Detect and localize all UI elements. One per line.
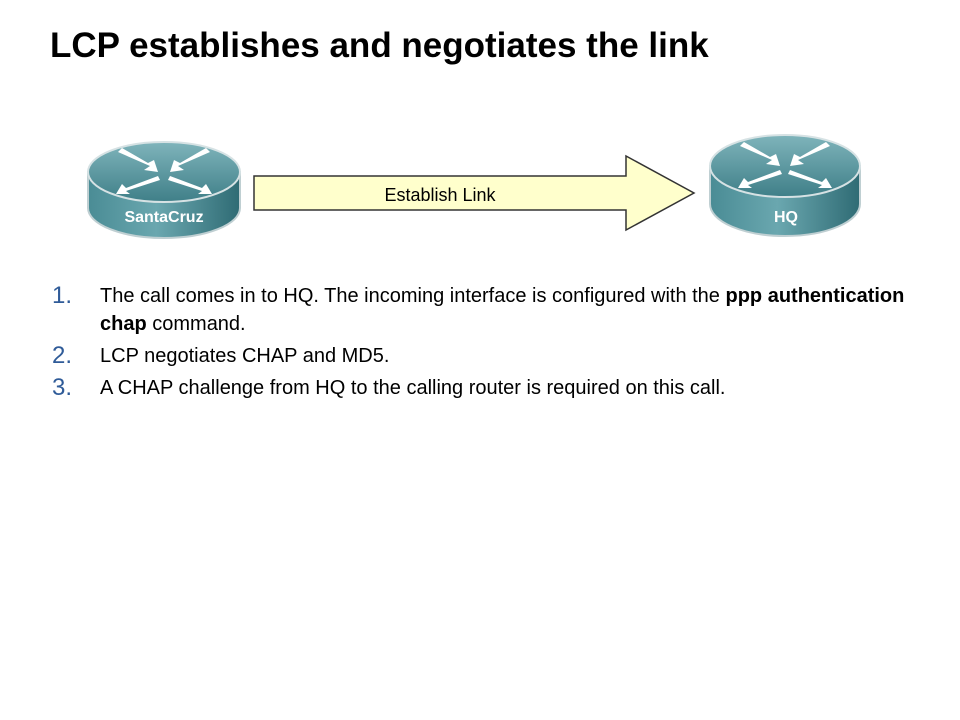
slide-title: LCP establishes and negotiates the link <box>50 26 709 65</box>
router-santacruz-label: SantaCruz <box>124 209 203 226</box>
router-santacruz-icon: SantaCruz <box>87 141 241 239</box>
router-hq-icon: HQ <box>709 134 861 237</box>
step-text-end: command. <box>146 313 246 335</box>
step-text: A CHAP challenge from HQ to the calling … <box>100 377 726 399</box>
step-item-2: 2. LCP negotiates CHAP and MD5. <box>52 342 912 370</box>
router-hq-label: HQ <box>774 209 798 226</box>
step-number: 2. <box>52 342 73 369</box>
step-number: 1. <box>52 282 73 309</box>
step-number: 3. <box>52 374 73 401</box>
step-text: The call comes in to HQ. The incoming in… <box>100 285 726 307</box>
step-item-1: 1. The call comes in to HQ. The incoming… <box>52 282 912 338</box>
establish-link-label: Establish Link <box>384 185 496 205</box>
step-list: 1. The call comes in to HQ. The incoming… <box>52 282 912 406</box>
network-diagram: SantaCruz Establish Link HQ <box>87 134 861 239</box>
establish-link-arrow: Establish Link <box>253 154 696 232</box>
step-text: LCP negotiates CHAP and MD5. <box>100 345 390 367</box>
step-command-text: ppp authentication chap <box>100 285 905 335</box>
step-item-3: 3. A CHAP challenge from HQ to the calli… <box>52 374 912 402</box>
